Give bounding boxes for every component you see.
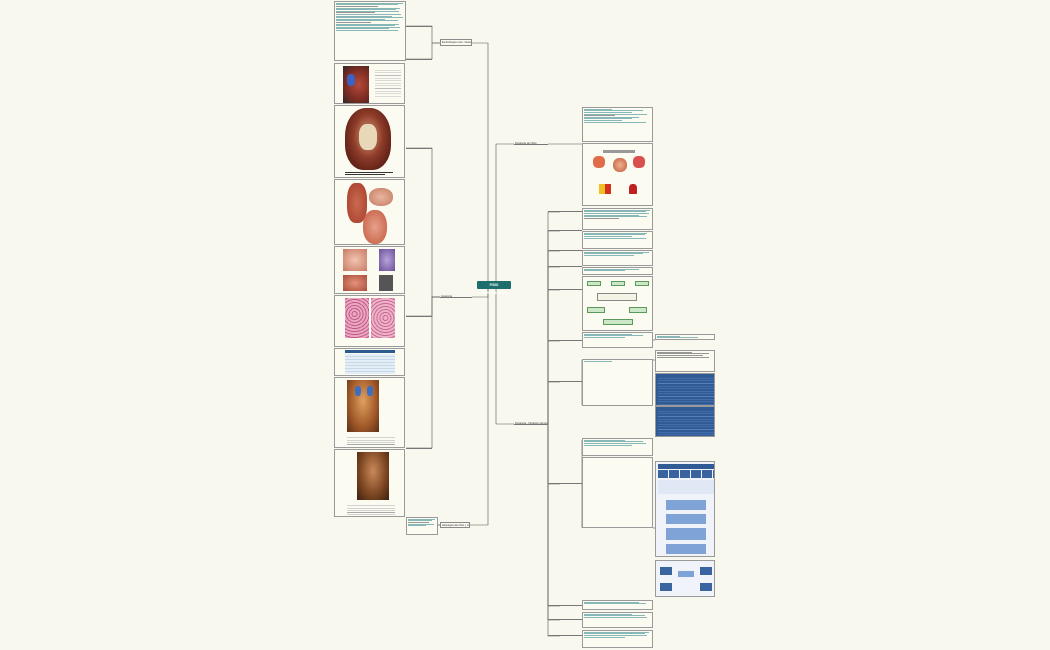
sub-node[interactable] [406,314,432,317]
sub-node[interactable] [406,446,432,449]
transport-diagram [655,560,715,597]
nephron-image [334,246,405,294]
branch-anatomia[interactable]: Anatomía [440,294,472,298]
tubulo-notes [582,231,653,249]
process-diagram [655,461,715,557]
histology-image [334,295,405,347]
depuracion-notes [582,630,653,648]
kidney-image-2 [334,105,405,178]
sub-node[interactable] [406,146,432,149]
sub-node[interactable] [548,228,582,231]
reabsorcion-notes [582,438,653,456]
embriologia-notes [334,1,406,61]
abdomen-image-1 [334,377,405,448]
branch-fisiologia[interactable]: Fisiología del riñón [514,141,548,145]
kidney-image-3 [334,179,405,245]
nephron-notes [582,208,653,230]
sub-node[interactable] [548,379,582,382]
branch-filtracion[interactable]: Fisiología - Filtración glomerular [514,421,548,425]
kidney-image-1 [334,63,405,104]
sub-node[interactable] [406,57,432,60]
sub-node[interactable] [548,633,582,636]
sub-node[interactable] [548,338,582,341]
sub-node[interactable] [548,287,582,290]
sub-node[interactable] [548,481,582,484]
abdomen-image-2 [334,449,405,517]
sub-node[interactable] [548,264,582,267]
regulation-flowchart [582,276,653,331]
branch-histologia[interactable]: Histología del riñón y vías ur... [440,522,470,528]
sub-node[interactable] [548,209,582,212]
sub-node[interactable] [548,617,582,620]
root-node[interactable]: FISIO EMBRIOLOGIA [477,281,511,295]
sub-node[interactable] [548,603,582,606]
fisiologia-notes [582,107,653,142]
hormonas-notes [582,332,653,348]
sub-node[interactable] [406,24,432,27]
histology-notes [406,517,438,535]
sub-node[interactable] [548,248,582,251]
far-right-note [655,334,715,340]
equilibrio-notes [582,267,653,275]
table-image [334,348,405,376]
blue-table-2 [655,406,715,437]
secrecion-notes [582,457,653,528]
renal-function-diagram [582,143,653,206]
acidificacion-notes [582,612,653,628]
branch-embriologia[interactable]: Embriología renal - Desarrollo - Ure... [440,39,472,46]
excrecion-notes [582,600,653,610]
blue-table-1 [655,373,715,406]
henle-notes [582,250,653,266]
far-right-list [655,350,715,372]
osmolaridad-notes [582,359,653,406]
